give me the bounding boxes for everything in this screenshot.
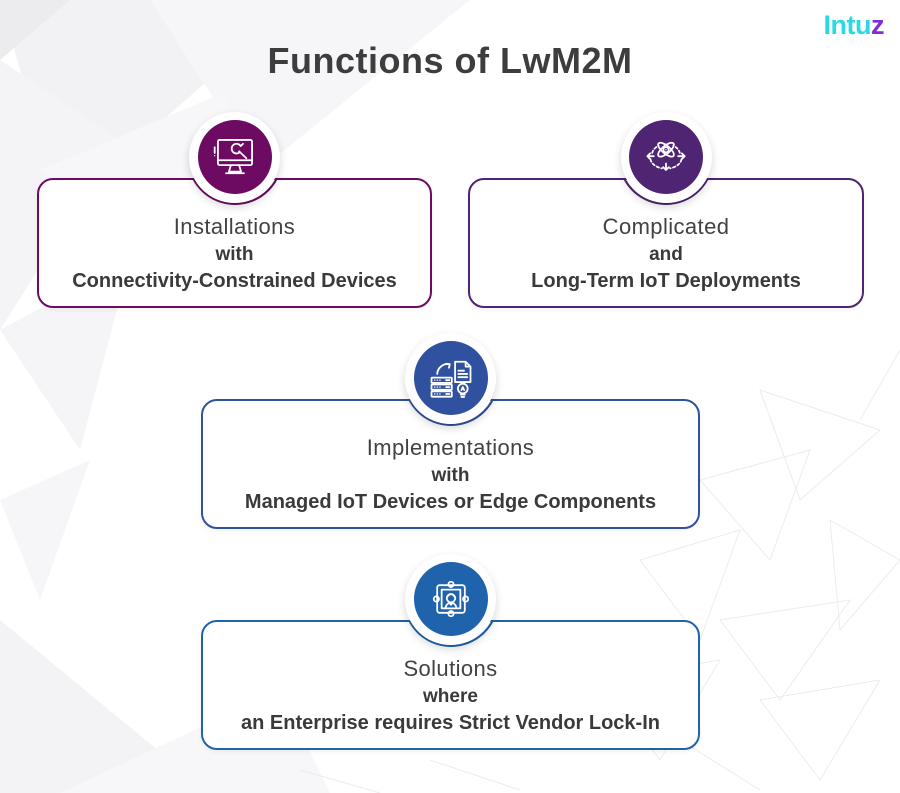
monitor-wrench-icon [213, 139, 253, 175]
badge-circle [413, 562, 488, 636]
card-text-block: Installations with Connectivity-Constrai… [45, 212, 424, 295]
card-icon-badge [402, 551, 499, 647]
card-complicated: Complicated and Long-Term IoT Deployment… [468, 111, 864, 308]
logo-text-accent: z [871, 10, 885, 40]
card-connector: with [215, 244, 254, 265]
badge-circle [413, 341, 488, 415]
card-description: an Enterprise requires Strict Vendor Loc… [240, 712, 660, 734]
card-heading: Complicated [602, 214, 730, 239]
card-text-block: Solutions where an Enterprise requires S… [209, 654, 692, 737]
card-connector: with [431, 465, 470, 486]
card-text-block: Implementations with Managed IoT Devices… [209, 433, 692, 516]
page-title: Functions of LwM2M [267, 40, 633, 81]
card-heading: Installations [173, 214, 296, 239]
card-icon-badge [402, 330, 499, 426]
card-installations: Installations with Connectivity-Constrai… [37, 111, 432, 308]
card-connector: and [649, 244, 683, 265]
vendor-lockin-puzzle-person-icon [432, 580, 469, 618]
card-solutions: Solutions where an Enterprise requires S… [201, 553, 700, 750]
card-description: Long-Term IoT Deployments [531, 270, 801, 292]
logo-text-main: Intu [823, 10, 872, 40]
server-document-bulb-icon [430, 360, 471, 398]
badge-circle [629, 120, 703, 194]
card-icon-badge [618, 109, 714, 205]
card-description: Managed IoT Devices or Edge Components [244, 491, 657, 513]
card-implementations: Implementations with Managed IoT Devices… [201, 332, 700, 529]
card-heading: Implementations [366, 435, 535, 460]
card-description: Connectivity-Constrained Devices [72, 270, 397, 292]
intuz-logo: Intuz [823, 10, 885, 41]
card-heading: Solutions [403, 656, 498, 681]
card-connector: where [423, 686, 478, 707]
badge-circle [197, 120, 272, 194]
card-text-block: Complicated and Long-Term IoT Deployment… [476, 212, 856, 295]
atom-sync-arrows-icon [646, 141, 686, 171]
card-icon-badge [186, 109, 283, 205]
